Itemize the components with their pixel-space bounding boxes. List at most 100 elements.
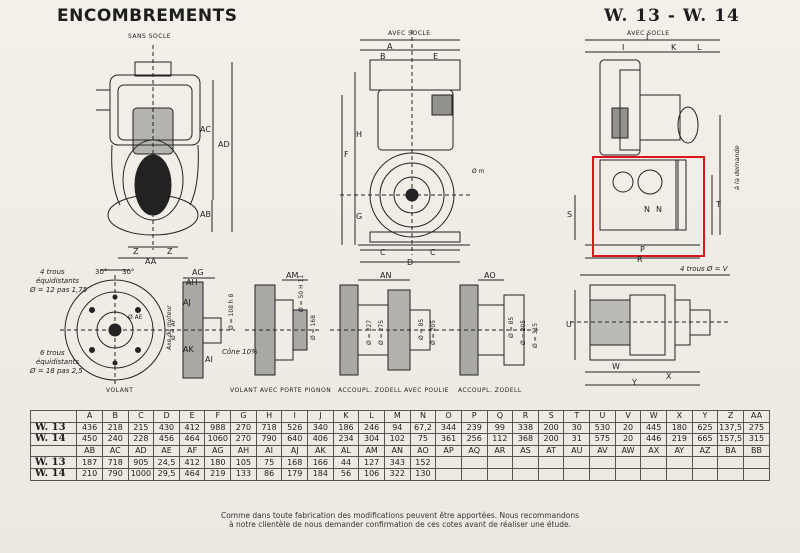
annotation-dia-315: Ø = 315 bbox=[532, 322, 539, 348]
table-cell bbox=[640, 456, 668, 469]
table-cell: M bbox=[383, 410, 411, 423]
table-cell: 412 bbox=[178, 421, 206, 435]
table-cell: Z bbox=[717, 410, 744, 423]
table-row-label bbox=[29, 444, 78, 458]
table-cell: 239 bbox=[460, 421, 488, 435]
table-cell: R bbox=[512, 410, 539, 423]
annotation-a-la-demande: à la demande bbox=[733, 145, 741, 190]
footnote-line-1: Comme dans toute fabrication des modific… bbox=[220, 511, 580, 520]
flywheel-section-view bbox=[170, 277, 235, 379]
annotation-dia-m: Ø m bbox=[472, 168, 485, 175]
table-row-label bbox=[29, 410, 78, 423]
table-cell: W bbox=[640, 410, 668, 423]
annotation-dia-af: Ø = AF bbox=[170, 318, 177, 340]
dim-letter-h: H bbox=[356, 130, 363, 139]
table-cell: 530 bbox=[589, 421, 616, 435]
table-cell: AF bbox=[178, 444, 206, 458]
table-cell: G bbox=[230, 410, 257, 423]
table-cell: 20 bbox=[614, 421, 642, 435]
table-cell: T bbox=[563, 410, 591, 423]
table-cell: 640 bbox=[281, 433, 309, 446]
table-cell: B bbox=[101, 410, 129, 423]
table-cell: 30 bbox=[563, 421, 591, 435]
table-cell: AW bbox=[614, 444, 642, 458]
table-cell: 168 bbox=[281, 456, 309, 469]
table-cell bbox=[512, 456, 539, 469]
table-cell: 575 bbox=[589, 433, 616, 446]
dim-letter-ag: AG bbox=[192, 268, 204, 277]
dim-letter-am: AM bbox=[286, 271, 299, 280]
table-cell bbox=[614, 456, 642, 469]
table-row-label: W. 13 bbox=[29, 421, 78, 435]
table-cell: 102 bbox=[383, 433, 411, 446]
table-cell bbox=[666, 467, 693, 481]
table-cell: 718 bbox=[255, 421, 283, 435]
table-cell: 412 bbox=[178, 456, 206, 469]
dim-letter-ak: AK bbox=[183, 345, 194, 354]
table-cell: 219 bbox=[204, 467, 232, 481]
engine-top-view bbox=[570, 274, 730, 386]
table-cell: AA bbox=[742, 410, 771, 423]
table-cell: 526 bbox=[281, 421, 309, 435]
engine-front-view-sans-socle bbox=[96, 45, 233, 259]
table-cell: 210 bbox=[76, 467, 103, 481]
annotation-dia-50: Ø = 50 H 11 bbox=[298, 274, 305, 312]
table-cell: P bbox=[460, 410, 488, 423]
table-cell: 446 bbox=[640, 433, 668, 446]
dim-letter-p: P bbox=[640, 245, 645, 254]
table-cell: H bbox=[255, 410, 283, 423]
table-cell bbox=[563, 456, 591, 469]
table-cell bbox=[435, 467, 462, 481]
table-cell: 187 bbox=[76, 456, 103, 469]
table-cell: AS bbox=[512, 444, 539, 458]
table-cell: C bbox=[127, 410, 155, 423]
table-cell: 186 bbox=[332, 421, 360, 435]
table-cell: AH bbox=[230, 444, 257, 458]
annotation-angle-30-a: 30° bbox=[95, 268, 108, 276]
footnote-line-2: à notre clientèle de nous demander confi… bbox=[229, 520, 571, 529]
annotation-pas-12: Ø = 12 pas 1,75 bbox=[30, 286, 88, 294]
dim-letter-z: Z bbox=[133, 247, 139, 256]
table-cell: 24,5 bbox=[153, 456, 180, 469]
dim-letter-f: F bbox=[344, 150, 349, 159]
table-cell: AG bbox=[204, 444, 232, 458]
table-cell: 450 bbox=[76, 433, 103, 446]
table-cell: BA bbox=[717, 444, 744, 458]
table-cell: 718 bbox=[101, 456, 129, 469]
table-cell: 94 bbox=[383, 421, 411, 435]
table-cell: Y bbox=[691, 410, 719, 423]
table-row-label: W. 14 bbox=[29, 433, 78, 446]
table-cell: 152 bbox=[409, 456, 437, 469]
annotation-4-trous-v: 4 trous Ø = V bbox=[680, 265, 728, 273]
table-cell: 137,5 bbox=[717, 421, 744, 435]
table-cell: 270 bbox=[230, 433, 257, 446]
table-cell: S bbox=[537, 410, 565, 423]
table-cell: AP bbox=[435, 444, 462, 458]
table-cell: AC bbox=[101, 444, 129, 458]
table-cell: 256 bbox=[460, 433, 488, 446]
table-cell: 133 bbox=[230, 467, 257, 481]
dim-letter-ao: AO bbox=[484, 271, 496, 280]
dim-letter-i: I bbox=[622, 43, 625, 52]
table-cell: 20 bbox=[614, 433, 642, 446]
table-cell bbox=[537, 467, 565, 481]
table-cell: 29,5 bbox=[153, 467, 180, 481]
table-cell: 218 bbox=[101, 421, 129, 435]
table-cell bbox=[512, 467, 539, 481]
annotation-dia-ae: Ø AE bbox=[128, 314, 143, 321]
table-cell: 464 bbox=[178, 467, 206, 481]
dim-letter-aj: AJ bbox=[183, 298, 191, 307]
table-cell: A bbox=[76, 410, 103, 423]
table-cell: 200 bbox=[537, 433, 565, 446]
table-cell: AT bbox=[537, 444, 565, 458]
table-cell: 234 bbox=[332, 433, 360, 446]
table-cell: 105 bbox=[230, 456, 257, 469]
table-cell: 1060 bbox=[204, 433, 232, 446]
table-cell: 790 bbox=[101, 467, 129, 481]
annotation-dia-85-b: Ø = 85 bbox=[508, 316, 515, 338]
annotation-4-trous: 4 trous bbox=[40, 268, 65, 276]
annotation-angle-30-b: 30° bbox=[122, 268, 135, 276]
